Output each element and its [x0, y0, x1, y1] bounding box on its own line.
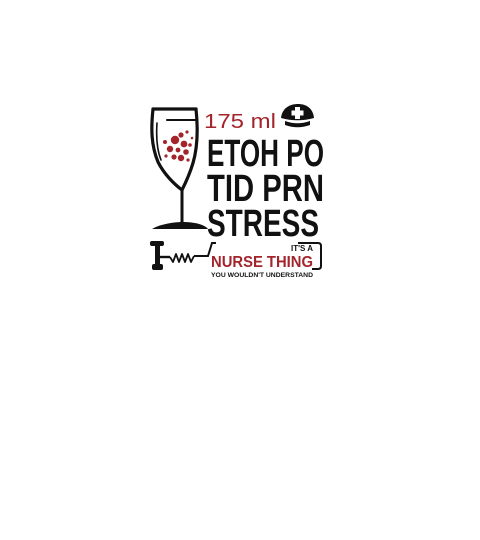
- corkscrew-icon: [150, 241, 322, 270]
- prefix-label: IT'S A: [291, 244, 313, 253]
- nurse-cap-icon: [281, 104, 314, 128]
- headline-line-1: ETOH PO: [207, 133, 324, 175]
- volume-label: 175 ml: [204, 110, 276, 133]
- tagline-label: YOU WOULDN'T UNDERSTAND: [211, 272, 313, 279]
- headline-line-2: TID PRN: [207, 168, 324, 210]
- highlight-label: NURSE THING: [211, 254, 313, 271]
- wine-bubbles: [163, 130, 194, 162]
- wine-glass-icon: [150, 107, 208, 229]
- headline-line-3: STRESS: [207, 203, 319, 245]
